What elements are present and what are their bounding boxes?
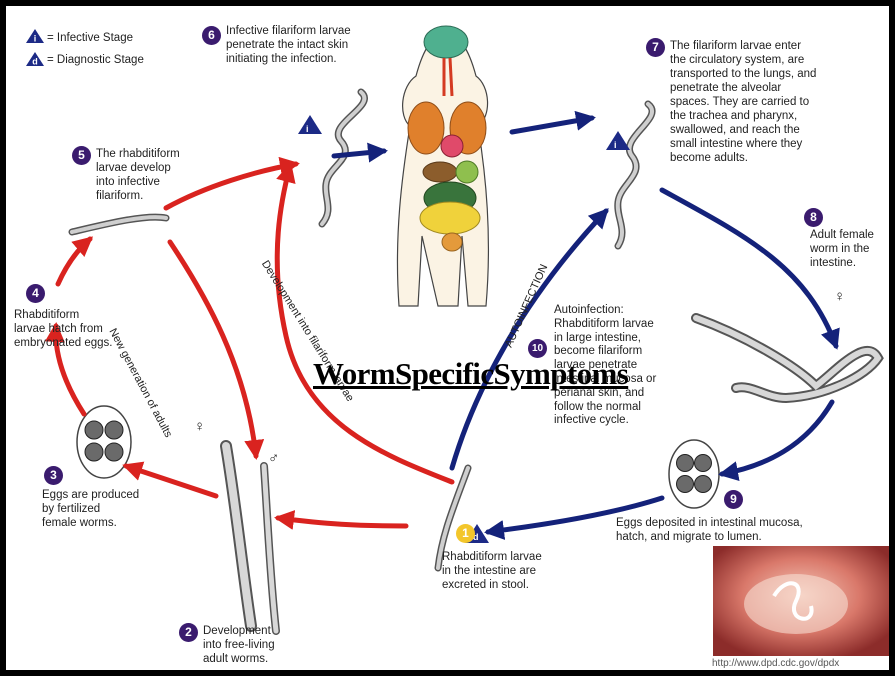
svg-text:i: i — [34, 34, 37, 44]
step-2-badge: 2 — [179, 623, 198, 642]
step-5-badge: 5 — [72, 146, 91, 165]
step-4-badge: 4 — [26, 284, 45, 303]
step-2-text: Developmentinto free-livingadult worms. — [203, 624, 275, 666]
diagnostic-stage-icon: d — [25, 51, 45, 67]
step-9-badge: 9 — [724, 490, 743, 509]
source-url: http://www.dpd.cdc.gov/dpdx — [712, 658, 839, 669]
infective-stage-icon: i — [25, 28, 45, 44]
step-8-badge: 8 — [804, 208, 823, 227]
step-7-text: The filariform larvae enterthe circulato… — [670, 39, 816, 165]
diagnostic-stage-label: = Diagnostic Stage — [47, 53, 144, 67]
overlay-title: WormSpecificSymptoms — [313, 356, 628, 392]
step-6-text: Infective filariform larvaepenetrate the… — [226, 24, 351, 66]
female-symbol: ♀ — [194, 420, 205, 434]
step-9-text: Eggs deposited in intestinal mucosa,hatc… — [616, 516, 803, 544]
infective-stage-label: = Infective Stage — [47, 31, 133, 45]
step-1-badge: 1 — [456, 524, 475, 543]
infective-marker-7: i — [614, 138, 617, 152]
step-3-text: Eggs are producedby fertilizedfemale wor… — [42, 488, 139, 530]
step-7-badge: 7 — [646, 38, 665, 57]
step-3-badge: 3 — [44, 466, 63, 485]
life-cycle-diagram: i = Infective Stage d = Diagnostic Stage… — [6, 6, 889, 670]
intestine-photo — [712, 545, 889, 657]
infective-marker-6: i — [306, 122, 309, 136]
human-anatomy-figure — [397, 26, 488, 306]
svg-text:d: d — [32, 57, 38, 67]
female-symbol-adult: ♀ — [834, 290, 845, 304]
step-8-text: Adult femaleworm in theintestine. — [810, 228, 874, 270]
male-symbol-left: ♂ — [268, 452, 279, 466]
step-4-text: Rhabditiformlarvae hatch fromembryonated… — [14, 308, 112, 350]
step-1-text: Rhabditiform larvaein the intestine aree… — [442, 550, 542, 592]
step-5-text: The rhabditiformlarvae developinto infec… — [96, 147, 180, 203]
step-6-badge: 6 — [202, 26, 221, 45]
